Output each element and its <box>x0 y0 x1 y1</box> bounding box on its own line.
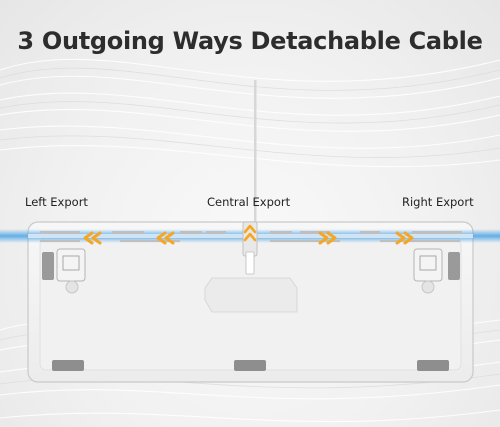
rubber-feet <box>52 360 449 371</box>
left-export-label: Left Export <box>25 195 88 209</box>
right-export-label: Right Export <box>402 195 474 209</box>
double-chevron-right-icon <box>318 231 414 245</box>
central-export-label: Central Export <box>207 195 291 209</box>
double-chevron-left-icon <box>83 231 175 245</box>
center-recess <box>204 277 298 313</box>
double-chevron-up-icon <box>243 224 257 242</box>
central-cable <box>254 80 257 225</box>
page-title: 3 Outgoing Ways Detachable Cable <box>17 27 483 55</box>
right-socket <box>413 248 460 294</box>
left-socket <box>42 248 86 294</box>
